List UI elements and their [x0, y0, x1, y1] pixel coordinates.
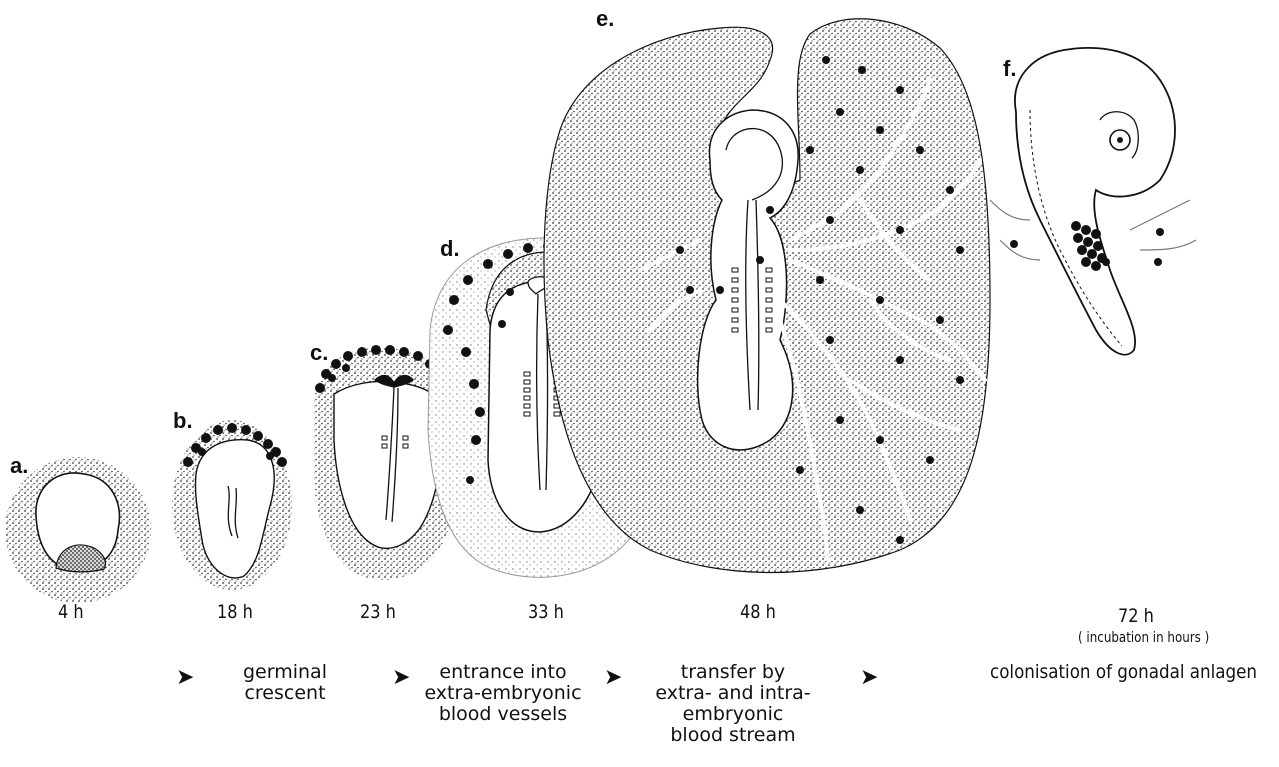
- embryo-body-f: [1015, 48, 1175, 355]
- embryo-e: [544, 19, 990, 573]
- step-colonisation: colonisation of gonadal anlagen: [972, 662, 1272, 683]
- step-transfer-line-1: transfer by: [628, 662, 838, 683]
- step-germinal-crescent: germinal crescent: [230, 662, 340, 704]
- panel-label-a: a.: [10, 453, 28, 479]
- panel-label-c: c.: [310, 340, 328, 366]
- step-transfer-line-2: extra- and intra-: [628, 683, 838, 704]
- time-label-23h: 23 h: [360, 601, 396, 623]
- step-entrance-line-1: entrance into: [418, 662, 588, 683]
- time-label-48h: 48 h: [740, 601, 776, 623]
- step-transfer: transfer by extra- and intra- embryonic …: [628, 662, 838, 746]
- panel-label-d: d.: [440, 236, 460, 262]
- germ-cells-f: [1010, 221, 1164, 271]
- arrow-4: ➤: [860, 667, 878, 689]
- arrow-3: ➤: [604, 667, 622, 689]
- step-entrance: entrance into extra-embryonic blood vess…: [418, 662, 588, 725]
- embryo-f: [990, 48, 1196, 355]
- step-entrance-line-2: extra-embryonic: [418, 683, 588, 704]
- embryo-body-e: [698, 110, 799, 450]
- arrow-2: ➤: [392, 667, 410, 689]
- time-label-72h: 72 h: [1118, 605, 1154, 627]
- incubation-note: ( incubation in hours ): [1078, 630, 1209, 646]
- panel-label-f: f.: [1003, 56, 1016, 82]
- embryo-b: [172, 420, 292, 590]
- pupil-f: [1117, 137, 1123, 143]
- time-label-33h: 33 h: [528, 601, 564, 623]
- step-colonisation-line-1: colonisation of gonadal anlagen: [990, 662, 1254, 683]
- step-germinal-line-2: crescent: [230, 683, 340, 704]
- step-germinal-line-1: germinal: [230, 662, 340, 683]
- step-transfer-line-3: embryonic: [628, 704, 838, 725]
- step-entrance-line-3: blood vessels: [418, 704, 588, 725]
- arrow-1: ➤: [176, 667, 194, 689]
- time-label-4h: 4 h: [58, 601, 84, 623]
- step-transfer-line-4: blood stream: [628, 725, 838, 746]
- panel-label-b: b.: [173, 408, 193, 434]
- time-label-18h: 18 h: [217, 601, 253, 623]
- panel-label-e: e.: [596, 6, 614, 32]
